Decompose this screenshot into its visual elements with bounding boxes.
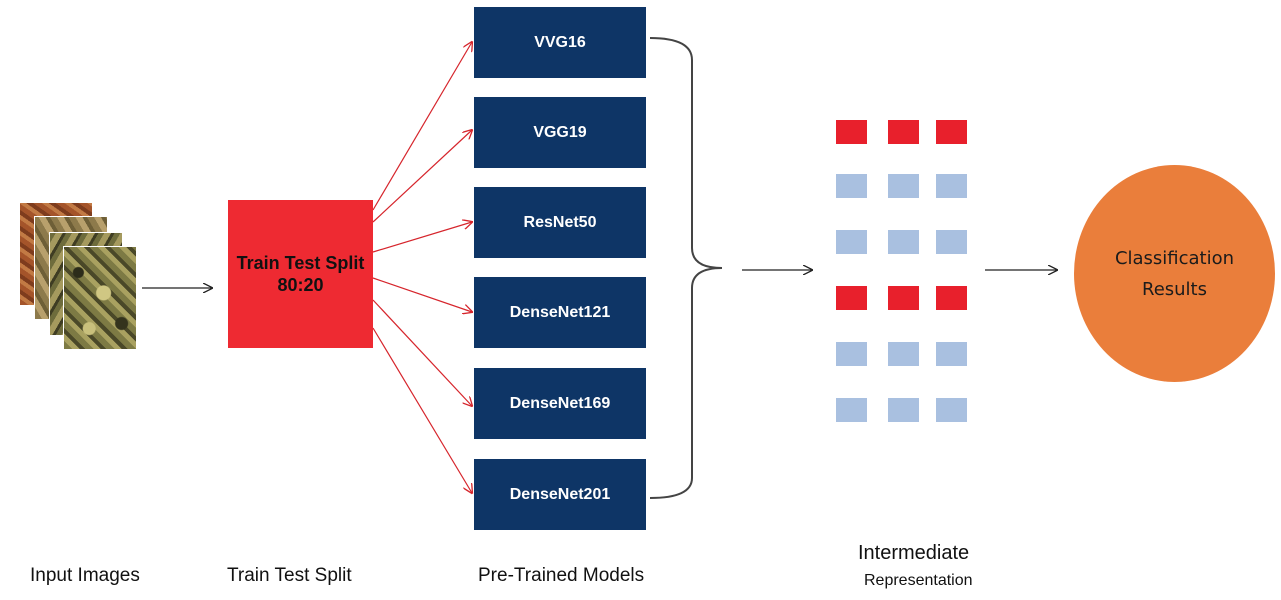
representation-square-blue: [888, 398, 919, 422]
fan-out-arrows: [372, 42, 472, 493]
stage-label-train-test-split: Train Test Split: [227, 565, 352, 586]
fan-arrow-densenet201: [372, 327, 472, 493]
representation-square-red: [836, 286, 867, 310]
fan-arrow-densenet169: [372, 299, 472, 406]
fan-arrow-densenet121: [372, 277, 472, 312]
split-box-title: Train Test Split: [236, 253, 365, 273]
stage-label-representation: Representation: [864, 572, 973, 589]
classification-results-circle: Classification Results: [1074, 165, 1275, 382]
representation-square-blue: [936, 174, 967, 198]
model-label: VGG19: [533, 123, 587, 141]
representation-square-blue: [836, 174, 867, 198]
representation-square-blue: [888, 342, 919, 366]
representation-square-blue: [888, 230, 919, 254]
model-label: ResNet50: [523, 213, 597, 231]
representation-square-red: [888, 286, 919, 310]
stage-label-intermediate: Intermediate: [858, 542, 970, 564]
model-box-densenet121: DenseNet121: [474, 277, 646, 348]
fan-arrow-vgg19: [372, 130, 472, 223]
model-box-densenet169: DenseNet169: [474, 368, 646, 439]
representation-square-blue: [936, 342, 967, 366]
representation-square-blue: [836, 342, 867, 366]
split-box-ratio: 80:20: [277, 275, 324, 295]
model-box-vvg16: VVG16: [474, 7, 646, 78]
model-box-resnet50: ResNet50: [474, 187, 646, 258]
fan-arrow-vvg16: [372, 42, 472, 211]
representation-square-red: [836, 120, 867, 144]
representation-square-red: [888, 120, 919, 144]
model-label: DenseNet121: [509, 303, 611, 321]
model-label: DenseNet169: [509, 394, 611, 412]
model-group-bracket: [649, 37, 723, 499]
result-label-line2: Results: [1142, 278, 1207, 300]
train-test-split-box: Train Test Split 80:20: [228, 200, 373, 348]
representation-square-red: [936, 286, 967, 310]
model-box-densenet201: DenseNet201: [474, 459, 646, 530]
representation-square-blue: [836, 230, 867, 254]
texture-image-front: [63, 246, 137, 350]
representation-square-blue: [888, 174, 919, 198]
fan-arrow-resnet50: [372, 222, 472, 253]
model-label: VVG16: [534, 33, 586, 51]
result-label-line1: Classification: [1114, 247, 1235, 269]
representation-square-blue: [836, 398, 867, 422]
model-label: DenseNet201: [509, 485, 611, 503]
representation-square-blue: [936, 398, 967, 422]
model-box-vgg19: VGG19: [474, 97, 646, 168]
representation-square-blue: [936, 230, 967, 254]
representation-square-red: [936, 120, 967, 144]
stage-label-input-images: Input Images: [30, 565, 140, 586]
stage-label-pretrained-models: Pre-Trained Models: [478, 565, 645, 586]
